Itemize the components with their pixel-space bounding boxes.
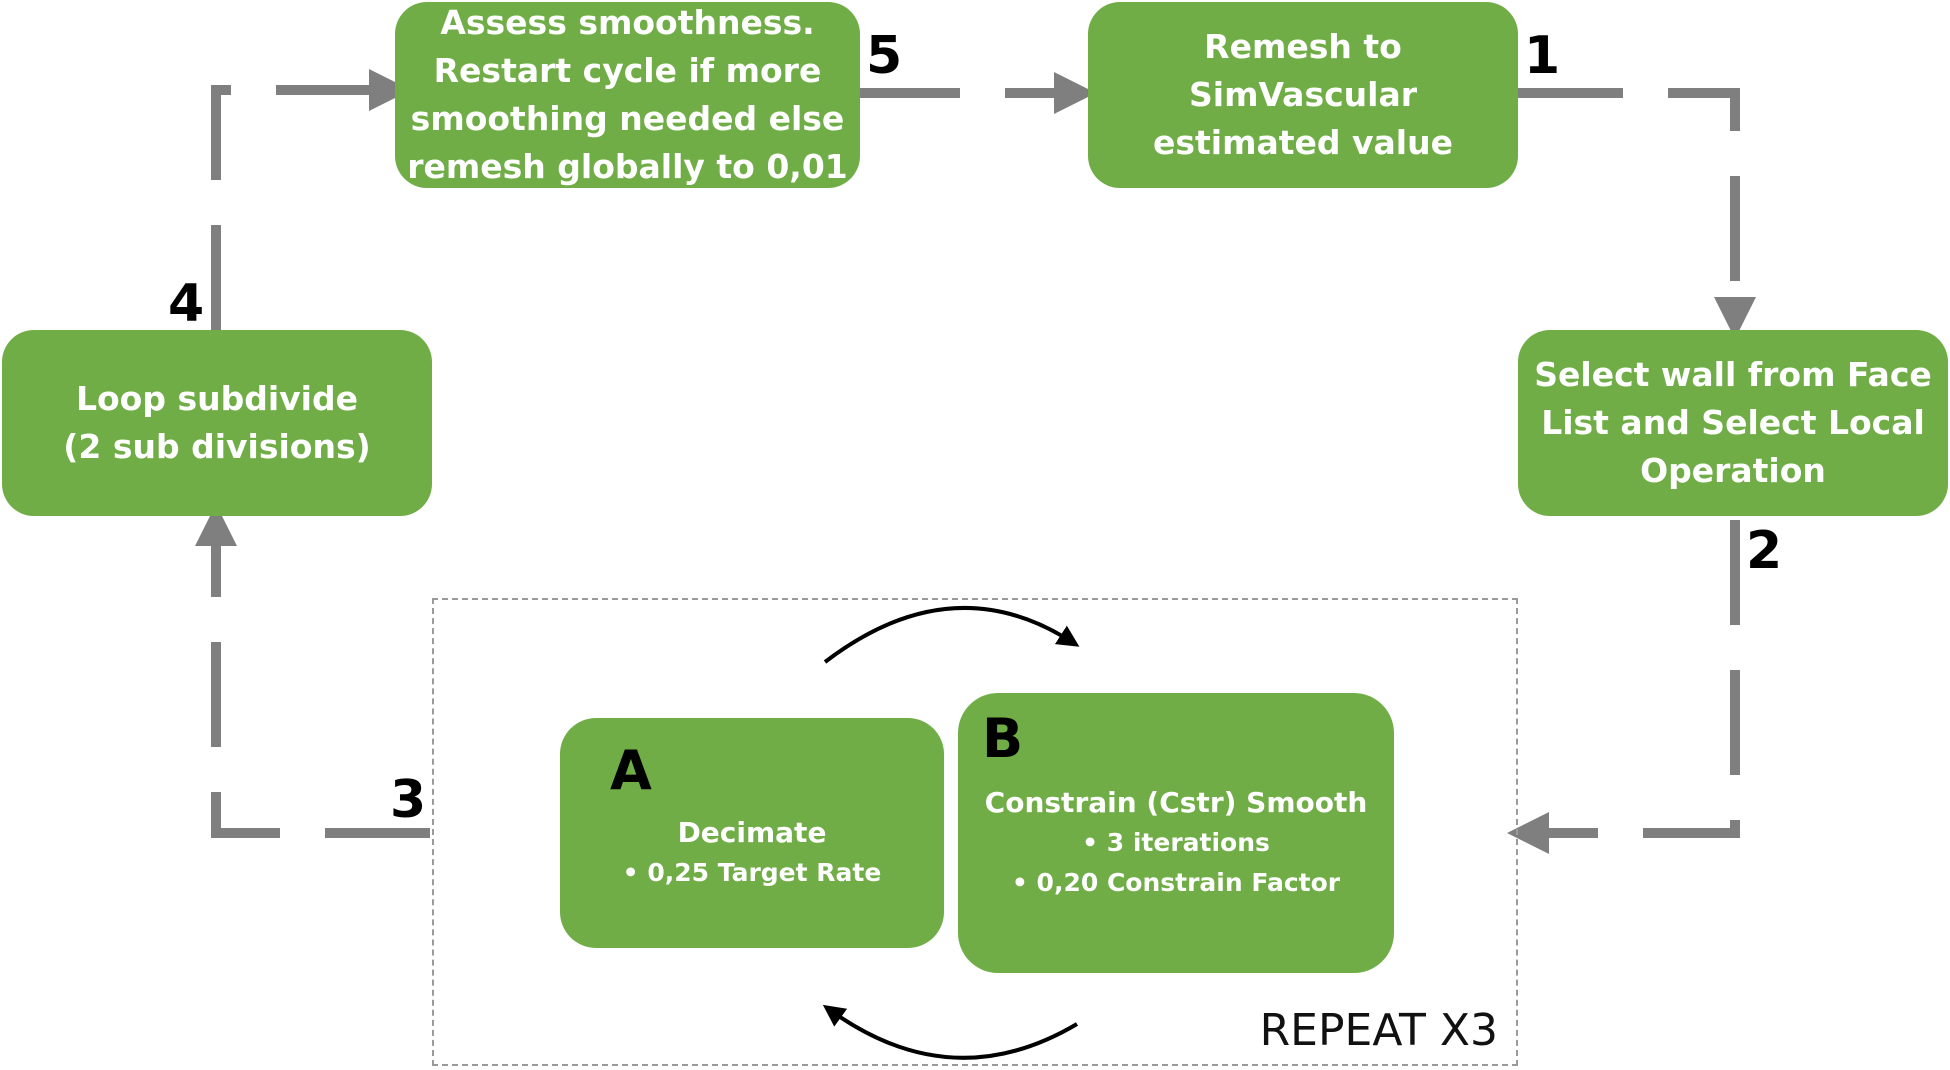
- remesh-text: Remesh to SimVascular estimated value: [1153, 27, 1453, 162]
- step-number-1: 1: [1524, 26, 1561, 86]
- step-number-4: 4: [168, 274, 205, 334]
- cycle-arrow-bottom: [822, 1004, 1079, 1060]
- constrain-smooth-bullet-factor: • 0,20 Constrain Factor: [1011, 868, 1341, 897]
- constrain-smooth-letter: B: [982, 707, 1024, 770]
- decimate-box: Decimate • 0,25 Target Rate: [560, 718, 944, 948]
- select-wall-step: Select wall from Face List and Select Lo…: [1518, 330, 1948, 516]
- repeat-label: REPEAT X3: [1259, 1005, 1498, 1056]
- decimate-bullet: • 0,25 Target Rate: [622, 858, 882, 887]
- connector-select-to-repeat: [1507, 520, 1740, 854]
- constrain-smooth-bullet-iterations: • 3 iterations: [1082, 828, 1270, 857]
- step-number-3: 3: [390, 770, 427, 830]
- assess-smoothness-step: Assess smoothness. Restart cycle if more…: [395, 2, 860, 188]
- connector-repeat-to-loop: [195, 504, 430, 838]
- decimate-title: Decimate: [677, 816, 827, 849]
- cycle-arrow-top: [823, 606, 1080, 664]
- decimate-letter: A: [610, 739, 652, 802]
- assess-smoothness-text: Assess smoothness. Restart cycle if more…: [407, 3, 848, 186]
- loop-subdivide-step: Loop subdivide (2 sub divisions): [2, 330, 432, 516]
- connector-loop-to-assess: [211, 69, 411, 330]
- connector-remesh-to-select: [1518, 88, 1756, 339]
- step-number-5: 5: [866, 26, 903, 86]
- loop-subdivide-text: Loop subdivide (2 sub divisions): [63, 379, 371, 466]
- select-wall-text: Select wall from Face List and Select Lo…: [1534, 355, 1932, 490]
- constrain-smooth-box: Constrain (Cstr) Smooth • 3 iterations •…: [958, 693, 1394, 973]
- repeat-region: REPEAT X3: [432, 598, 1518, 1066]
- step-number-2: 2: [1746, 521, 1783, 581]
- constrain-smooth-title: Constrain (Cstr) Smooth: [984, 786, 1368, 819]
- remesh-step: Remesh to SimVascular estimated value: [1088, 2, 1518, 188]
